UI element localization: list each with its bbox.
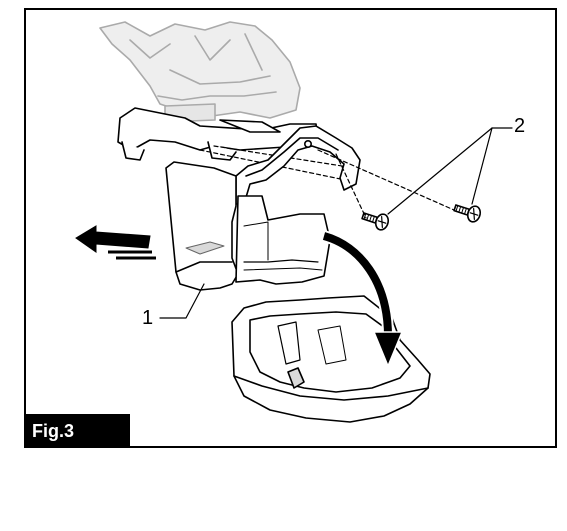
callout-1: 1 bbox=[142, 307, 154, 329]
battery-cover bbox=[231, 295, 431, 423]
arrow-push-icon bbox=[75, 225, 156, 260]
callout-2: 2 bbox=[514, 115, 526, 137]
arrow-rotate-icon bbox=[322, 230, 404, 368]
battery-cover-holder bbox=[165, 161, 331, 291]
holder-bracket bbox=[235, 125, 361, 205]
screw-icon bbox=[453, 204, 482, 223]
tool-body bbox=[99, 21, 301, 123]
callout-leaders bbox=[159, 127, 513, 319]
screw-icon bbox=[361, 212, 390, 231]
figure-label: Fig.3 bbox=[24, 414, 130, 448]
